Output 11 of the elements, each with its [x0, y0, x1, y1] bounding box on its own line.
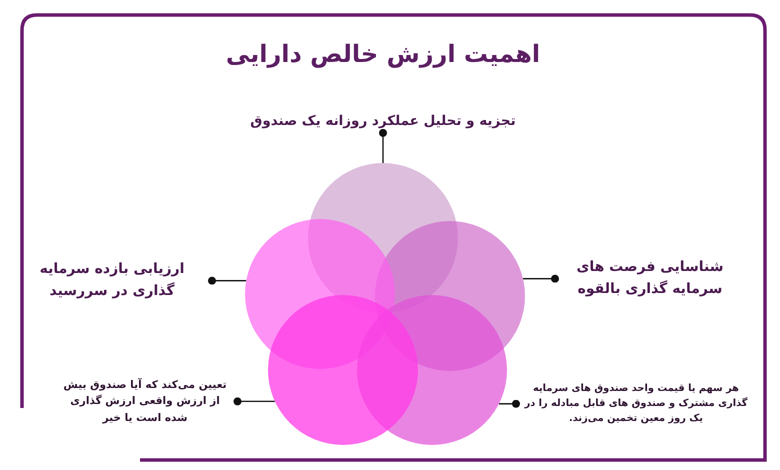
leader-line — [523, 274, 559, 283]
description-text: شناسایی فرصت های سرمایه گذاری بالقوه — [555, 256, 745, 302]
description-text: تعیین می‌کند که آیا صندوق بیش از ارزش واقعی ارزش گذاری شده است یا خیر — [52, 376, 238, 427]
leader-line — [379, 128, 387, 163]
title: اهمیت ارزش خالص دارایی — [226, 40, 540, 68]
description-text: هر سهم یا قیمت واحد صندوق های سرمایه گذاری مشترک و صندوق های قابل مبادله را در یک روز معین تخمین می‌زند. — [516, 380, 756, 428]
leader-line — [499, 400, 520, 408]
description-text: ارزیابی بازده سرمایه گذاری در سررسید — [12, 258, 212, 304]
leader-line — [208, 276, 246, 285]
description-text: تجزیه و تحلیل عملکرد روزانه یک صندوق — [245, 110, 521, 133]
leader-line — [234, 397, 275, 406]
